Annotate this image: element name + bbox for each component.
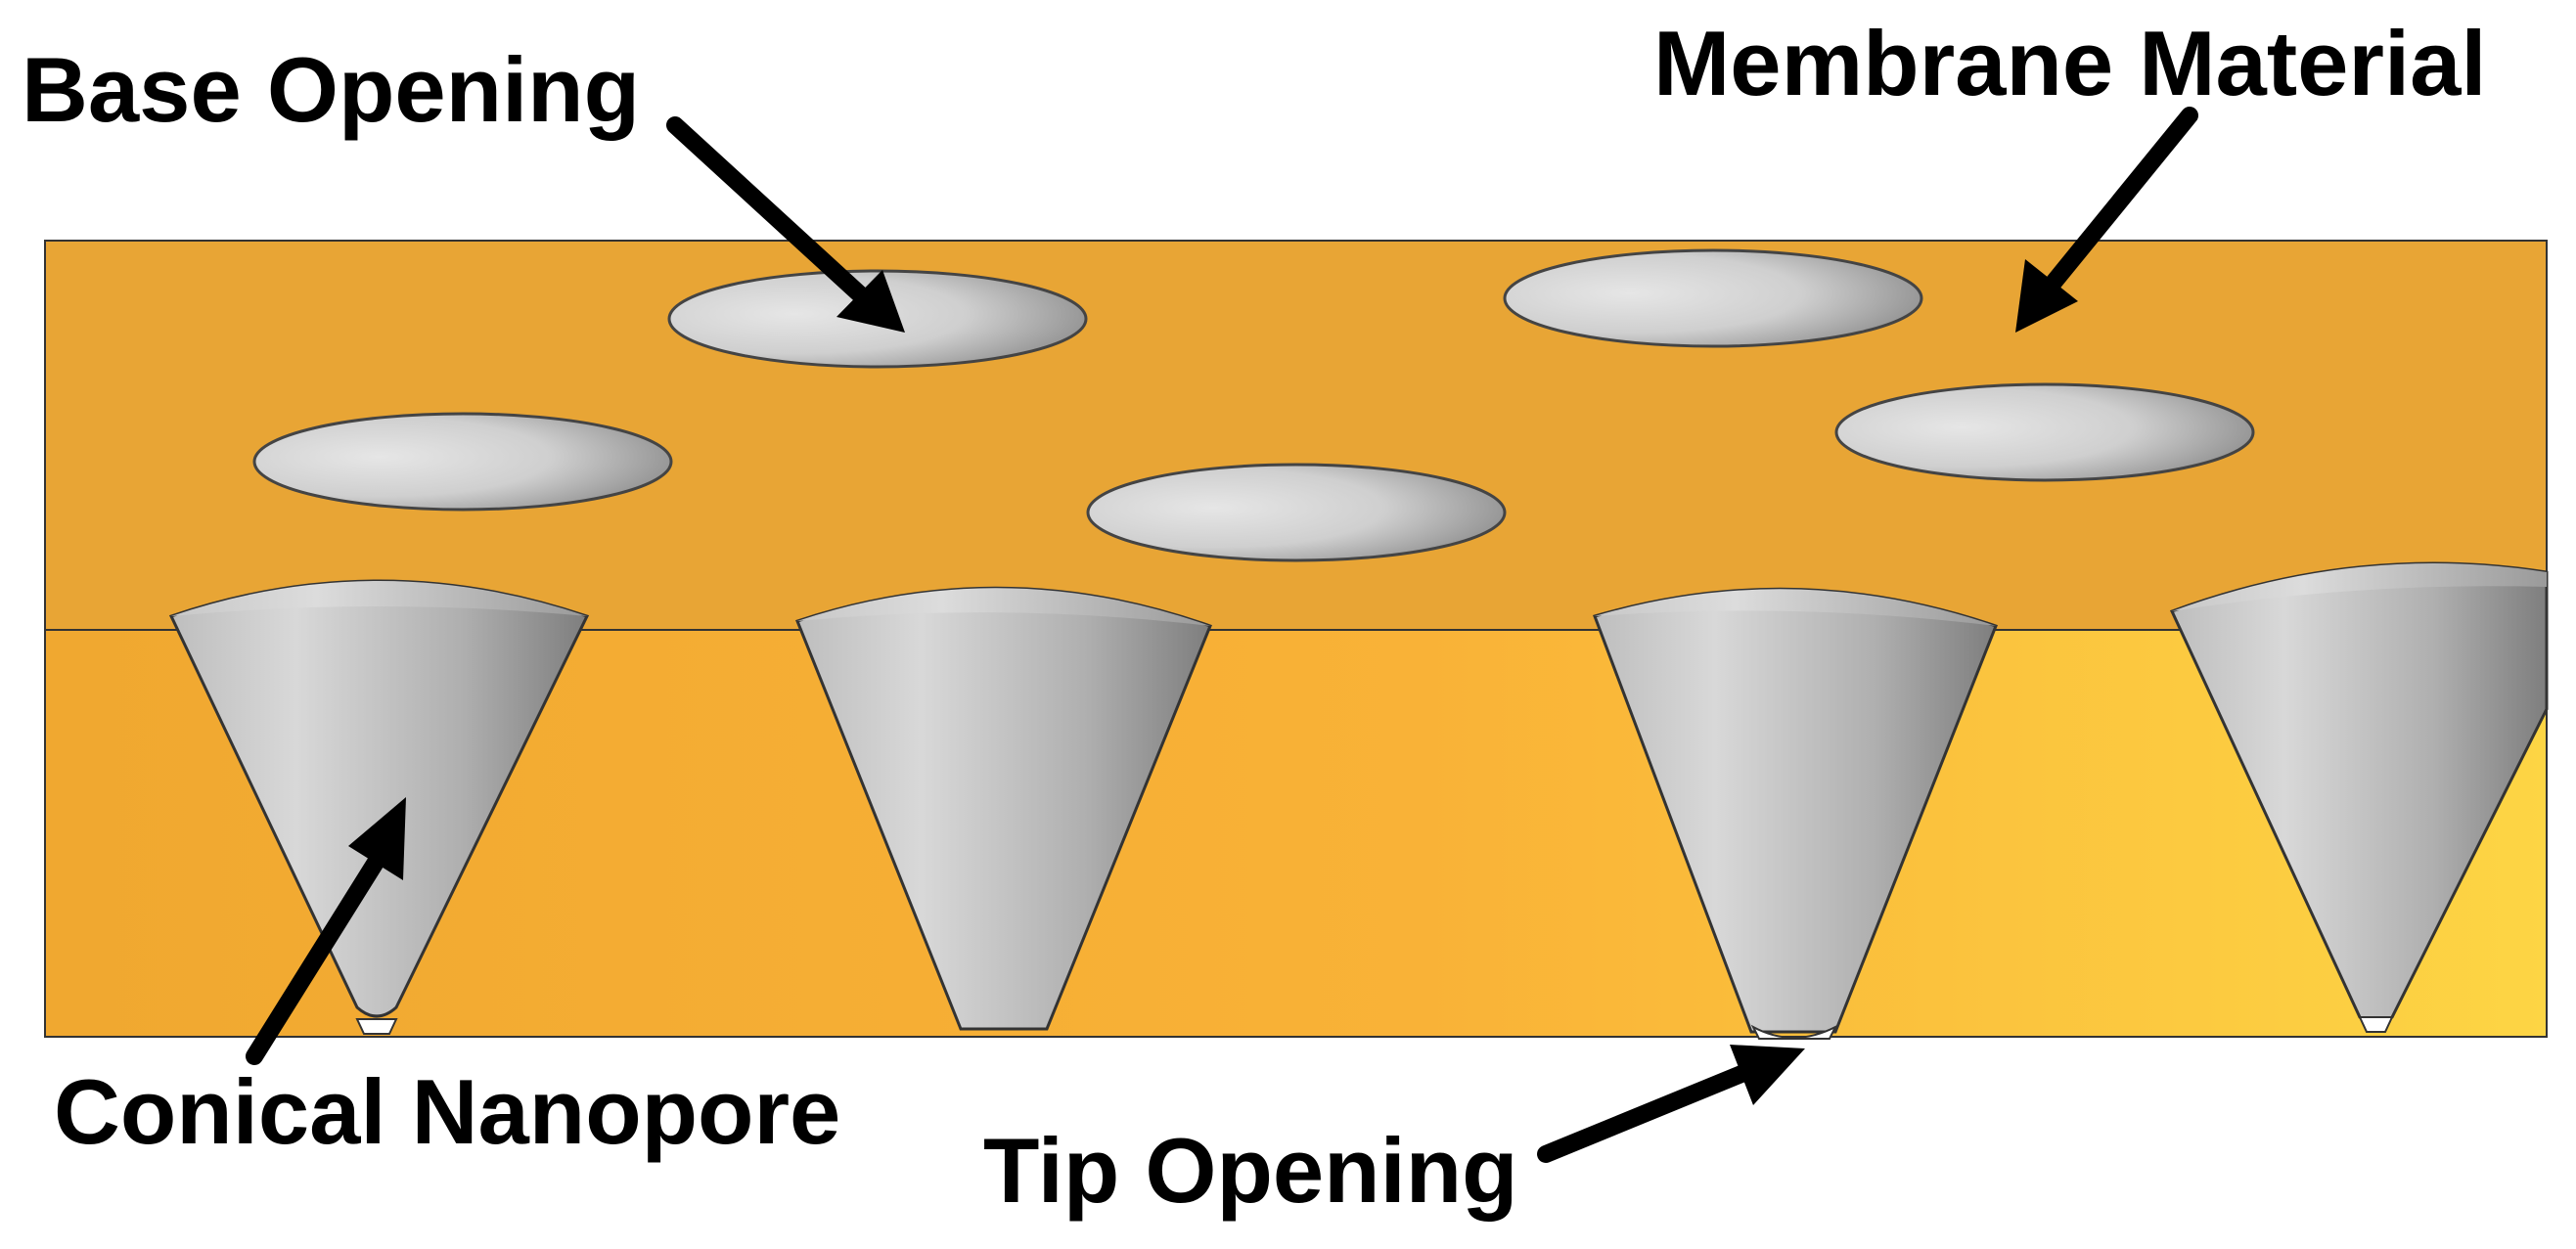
arrow-conical-nanopore <box>246 797 406 1065</box>
base-opening-ellipse <box>1086 463 1507 562</box>
conical-nanopore <box>1593 587 1998 1040</box>
label-membrane-material: Membrane Material <box>1653 12 2487 114</box>
base-opening-ellipse <box>252 412 673 512</box>
arrow-tip-opening <box>1537 1045 1805 1163</box>
arrow-base-opening <box>666 116 905 333</box>
conical-nanopore <box>795 586 1212 1031</box>
conical-nanopore <box>168 579 590 1035</box>
label-base-opening: Base Opening <box>22 38 641 141</box>
arrow-membrane-material <box>2015 107 2198 333</box>
base-opening-ellipse <box>1503 248 1923 348</box>
conical-nanopore <box>2169 561 2549 1033</box>
label-conical-nanopore: Conical Nanopore <box>54 1060 841 1163</box>
label-tip-opening: Tip Opening <box>983 1119 1518 1222</box>
base-opening-ellipse <box>1834 382 2255 482</box>
